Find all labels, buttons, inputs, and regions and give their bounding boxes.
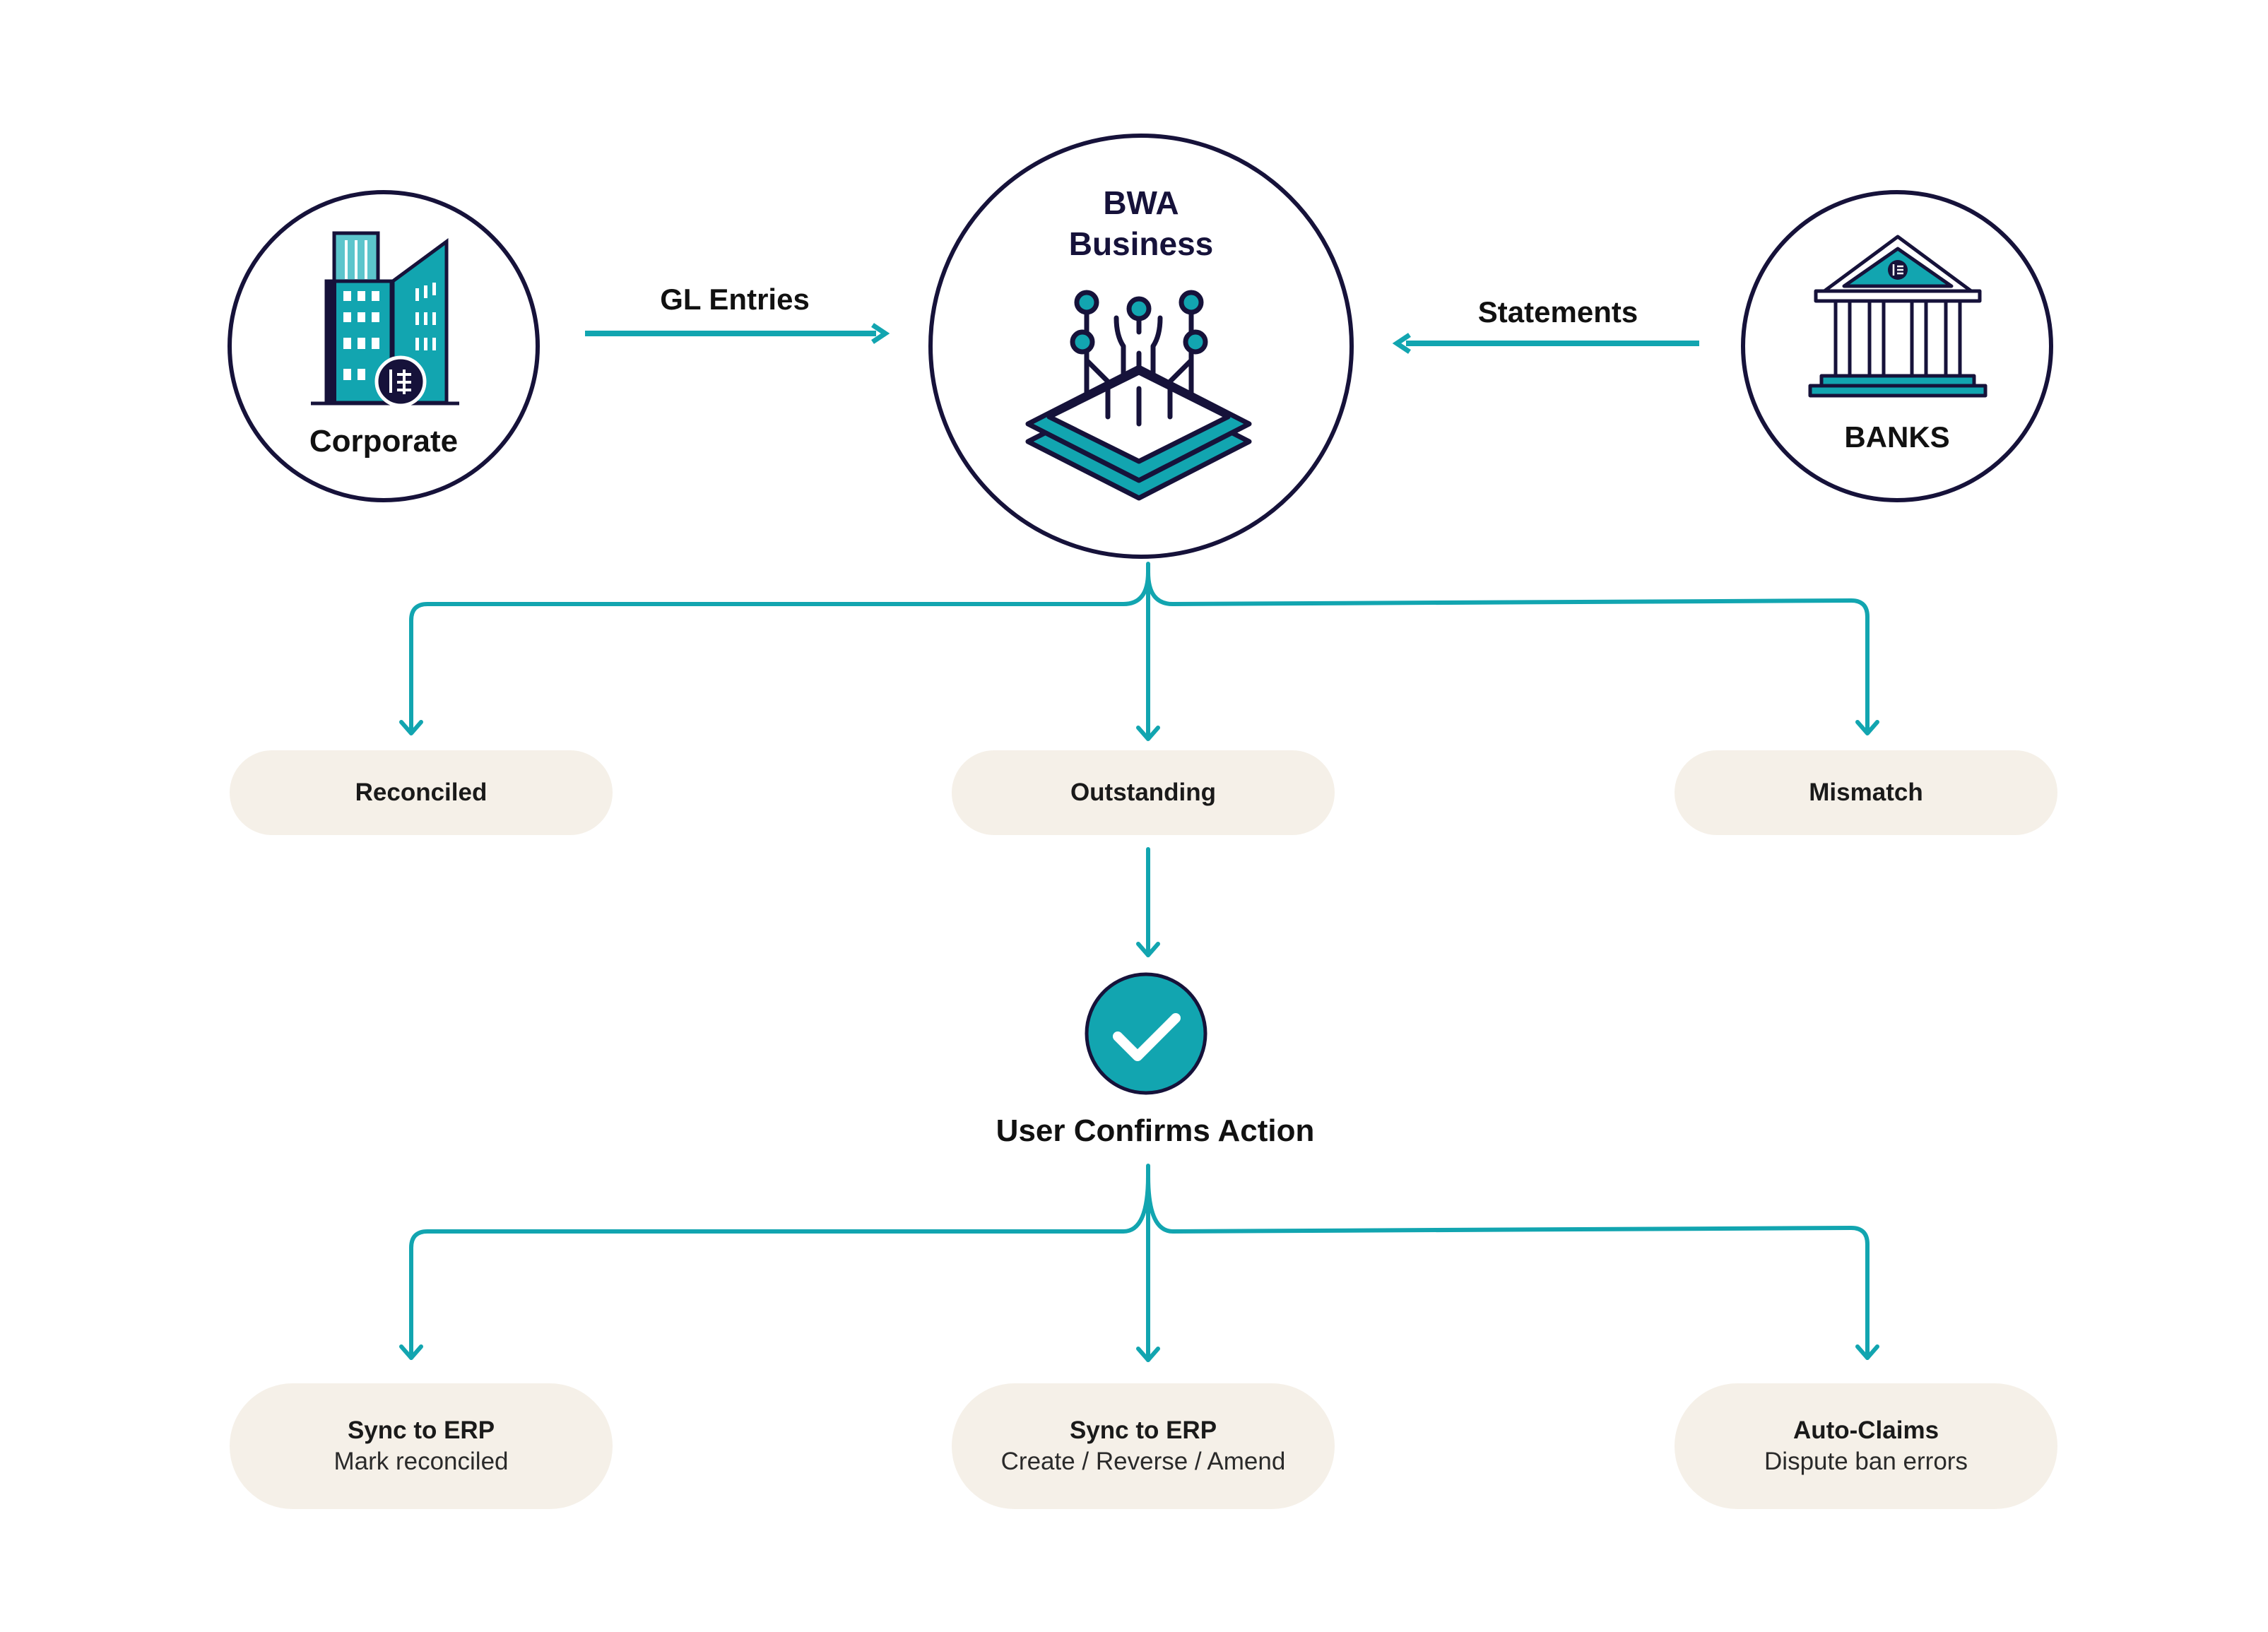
action-subtitle: Dispute ban errors xyxy=(1764,1448,1968,1475)
bwa-title: BWA Business xyxy=(1000,182,1282,264)
confirm-label: User Confirms Action xyxy=(996,1113,1315,1148)
statements-label: Statements xyxy=(1477,295,1638,329)
status-branch-connectors xyxy=(399,562,1879,741)
chip-layers-icon xyxy=(1025,290,1252,501)
action-title: Auto-Claims xyxy=(1792,1417,1939,1444)
status-pill-outstanding: Outstanding xyxy=(952,750,1335,835)
action-subtitle: Create / Reverse / Amend xyxy=(1000,1448,1286,1475)
action-title: Sync to ERP xyxy=(347,1417,495,1444)
status-pill-mismatch: Mismatch xyxy=(1675,750,2057,835)
banks-label: BANKS xyxy=(1844,420,1950,454)
checkmark-icon xyxy=(1085,972,1207,1095)
bwa-title-line2: Business xyxy=(1068,225,1214,262)
bwa-title-line1: BWA xyxy=(1103,184,1179,221)
bwa-node-circle xyxy=(928,134,1354,559)
action-pill-sync-mark-reconciled: Sync to ERP Mark reconciled xyxy=(230,1383,613,1509)
office-building-icon xyxy=(311,231,459,408)
status-label: Reconciled xyxy=(355,779,488,806)
action-title: Sync to ERP xyxy=(1069,1417,1217,1444)
action-branch-connectors xyxy=(399,1164,1879,1362)
bank-building-icon xyxy=(1808,235,1988,398)
statements-arrow xyxy=(1392,333,1699,354)
gl-entries-label: GL Entries xyxy=(660,283,810,316)
status-pill-reconciled: Reconciled xyxy=(230,750,613,835)
corporate-label: Corporate xyxy=(309,424,459,459)
gl-entries-arrow xyxy=(585,323,890,344)
action-pill-auto-claims: Auto-Claims Dispute ban errors xyxy=(1675,1383,2057,1509)
status-label: Outstanding xyxy=(1070,779,1217,806)
banks-node-circle xyxy=(1741,190,2053,502)
action-subtitle: Mark reconciled xyxy=(333,1448,509,1475)
status-label: Mismatch xyxy=(1809,779,1923,806)
action-pill-sync-create-reverse-amend: Sync to ERP Create / Reverse / Amend xyxy=(952,1383,1335,1509)
outstanding-to-confirm-arrow xyxy=(1136,847,1160,957)
